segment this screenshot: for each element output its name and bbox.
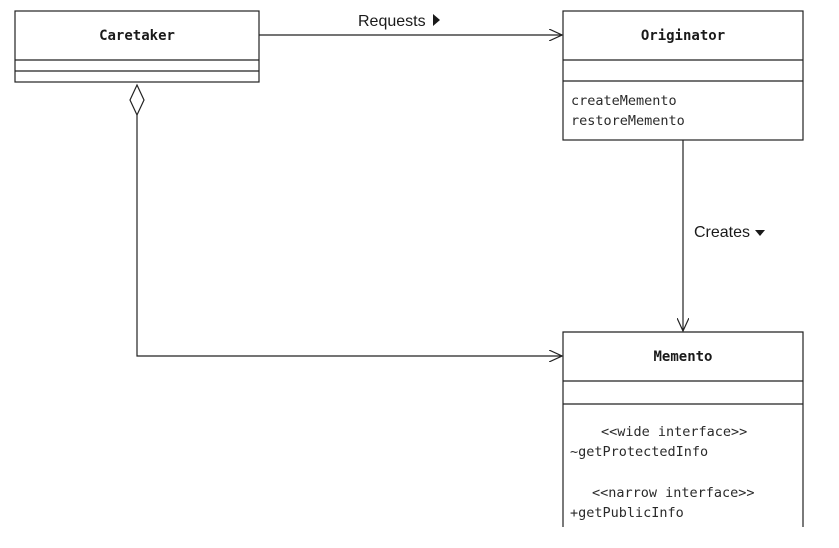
originator-method-create-memento: createMemento — [571, 93, 677, 109]
requests-direction-triangle-icon — [433, 14, 440, 26]
originator-class-name: Originator — [641, 28, 725, 44]
memento-get-public-info: +getPublicInfo — [570, 505, 684, 521]
caretaker-class[interactable]: Caretaker — [14, 10, 260, 83]
originator-class[interactable]: Originator createMemento restoreMemento — [562, 10, 804, 141]
memento-narrow-interface-stereotype: <<narrow interface>> — [592, 485, 755, 501]
memento-get-protected-info: ~getProtectedInfo — [570, 444, 708, 460]
requests-label: Requests — [358, 13, 426, 30]
memento-wide-interface-stereotype: <<wide interface>> — [601, 424, 747, 440]
aggregation-diamond-icon — [129, 83, 145, 117]
requests-association[interactable]: Requests — [259, 13, 562, 35]
aggregation-association-line — [136, 115, 562, 356]
aggregation-association[interactable] — [129, 83, 562, 356]
caretaker-box — [14, 10, 260, 83]
creates-direction-triangle-icon — [755, 230, 765, 236]
caretaker-class-name: Caretaker — [99, 28, 175, 44]
memento-class[interactable]: Memento <<wide interface>> ~getProtected… — [562, 331, 804, 527]
creates-association[interactable]: Creates — [683, 140, 765, 331]
memento-class-name: Memento — [653, 349, 712, 365]
creates-label: Creates — [694, 224, 750, 241]
originator-method-restore-memento: restoreMemento — [571, 113, 685, 129]
memento-box — [562, 331, 804, 527]
originator-box — [562, 10, 804, 141]
